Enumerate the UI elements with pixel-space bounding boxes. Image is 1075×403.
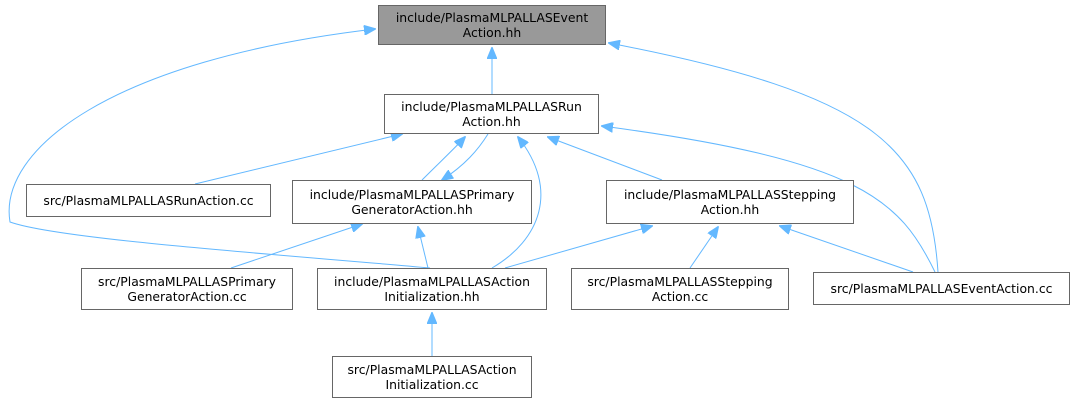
node-line-2: Initialization.cc — [385, 377, 479, 392]
node-line-1: src/PlasmaMLPALLASRunAction.cc — [43, 193, 254, 208]
node-action-initialization-source[interactable]: src/PlasmaMLPALLASAction Initialization.… — [332, 356, 532, 398]
edge-primary-hh-to-run-hh — [421, 137, 465, 181]
node-line-1: include/PlasmaMLPALLASStepping — [623, 187, 837, 202]
edge-init-hh-to-primary-hh — [418, 227, 429, 269]
node-action-initialization-header[interactable]: include/PlasmaMLPALLASAction Initializat… — [317, 268, 547, 310]
edge-run-cc-to-run-hh — [194, 134, 402, 185]
node-event-action-source[interactable]: src/PlasmaMLPALLASEventAction.cc — [813, 272, 1070, 305]
edge-primary-cc-to-primary-hh — [230, 224, 362, 269]
node-line-1: src/PlasmaMLPALLASAction — [347, 362, 517, 377]
node-event-action-header: include/PlasmaMLPALLASEvent Action.hh — [378, 5, 606, 45]
edge-event-cc-to-event-hh — [609, 43, 939, 273]
node-line-1: include/PlasmaMLPALLASRun — [401, 99, 582, 114]
edge-stepping-cc-to-stepping-hh — [689, 227, 718, 269]
node-line-1: src/PlasmaMLPALLASPrimary — [98, 274, 276, 289]
node-line-2: Action.hh — [462, 114, 521, 129]
node-primary-generator-header[interactable]: include/PlasmaMLPALLASPrimary GeneratorA… — [292, 180, 532, 224]
edge-init-hh-to-run-hh — [491, 137, 542, 269]
node-run-action-source[interactable]: src/PlasmaMLPALLASRunAction.cc — [26, 184, 271, 217]
edge-init-hh-to-event-hh — [8, 29, 431, 269]
node-line-1: src/PlasmaMLPALLASEventAction.cc — [830, 281, 1053, 296]
edge-run-hh-to-primary-hh — [442, 133, 489, 180]
node-line-2: Action.hh — [700, 202, 760, 217]
node-stepping-action-header[interactable]: include/PlasmaMLPALLASStepping Action.hh — [606, 180, 854, 224]
edge-event-cc-to-stepping-hh — [780, 226, 914, 273]
node-line-2: Initialization.hh — [384, 289, 480, 304]
node-run-action-header[interactable]: include/PlasmaMLPALLASRun Action.hh — [384, 94, 599, 134]
node-line-1: include/PlasmaMLPALLASAction — [334, 274, 530, 289]
node-primary-generator-source[interactable]: src/PlasmaMLPALLASPrimary GeneratorActio… — [81, 268, 293, 310]
node-line-1: include/PlasmaMLPALLASPrimary — [309, 187, 515, 202]
node-line-1: include/PlasmaMLPALLASEvent — [395, 10, 589, 25]
edge-stepping-hh-to-run-hh — [548, 137, 663, 181]
node-line-2: Action.hh — [462, 25, 522, 40]
node-line-1: src/PlasmaMLPALLASStepping — [587, 274, 773, 289]
node-stepping-action-source[interactable]: src/PlasmaMLPALLASStepping Action.cc — [571, 268, 789, 310]
node-line-2: GeneratorAction.hh — [351, 202, 473, 217]
node-line-2: GeneratorAction.cc — [127, 289, 247, 304]
edge-init-hh-to-stepping-hh — [504, 226, 652, 269]
node-line-2: Action.cc — [651, 289, 709, 304]
